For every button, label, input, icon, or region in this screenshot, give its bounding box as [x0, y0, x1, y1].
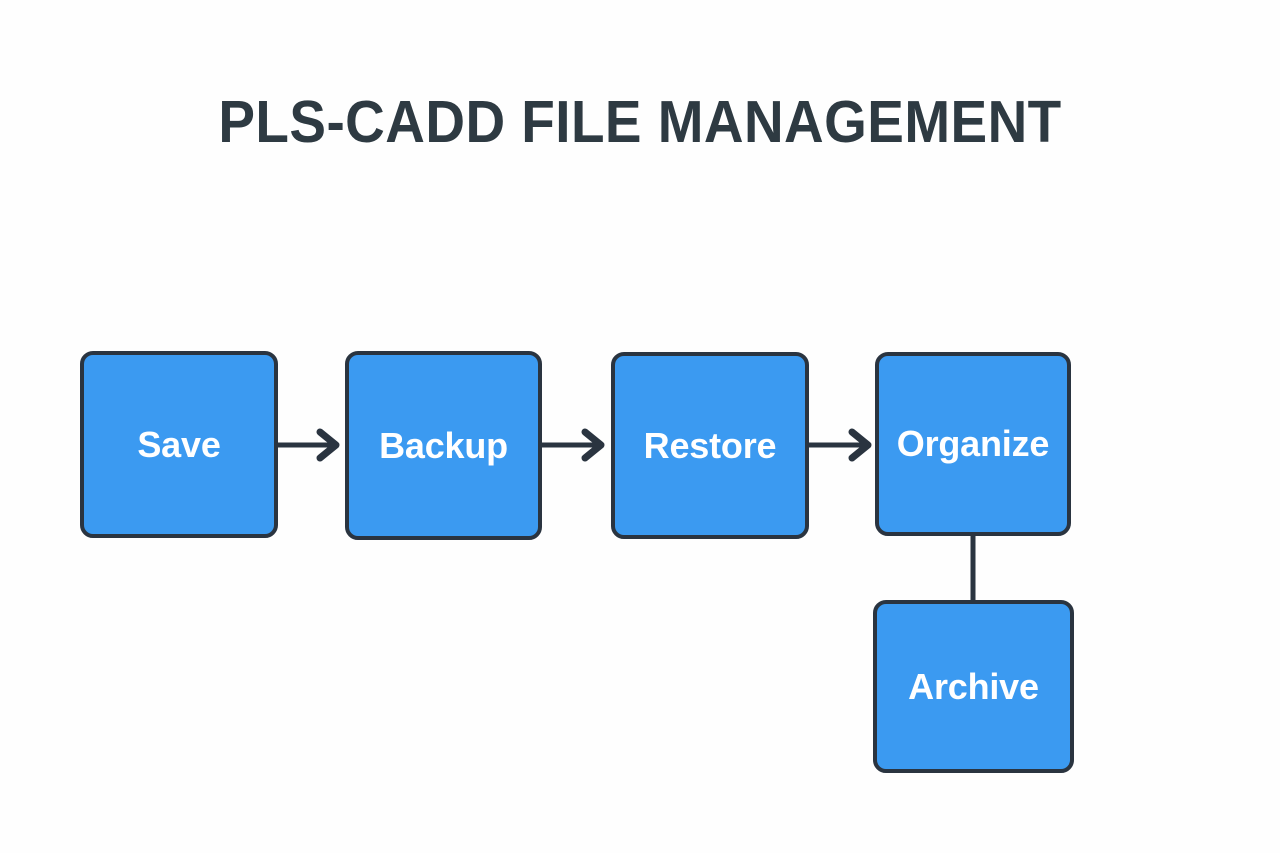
node-save-label: Save	[137, 423, 221, 465]
node-organize[interactable]: Organize	[875, 352, 1071, 536]
connector-organize-to-archive	[970, 528, 976, 608]
node-archive[interactable]: Archive	[873, 600, 1074, 773]
page-title: PLS-CADD FILE MANAGEMENT	[218, 89, 1062, 155]
node-save[interactable]: Save	[80, 351, 278, 538]
node-archive-label: Archive	[908, 665, 1039, 707]
node-restore-label: Restore	[643, 424, 777, 466]
node-backup-label: Backup	[379, 424, 508, 466]
connector-restore-to-organize	[805, 428, 872, 462]
node-organize-label: Organize	[896, 423, 1050, 464]
node-backup[interactable]: Backup	[345, 351, 542, 540]
node-restore[interactable]: Restore	[611, 352, 809, 539]
connector-save-to-backup	[273, 428, 340, 462]
connector-backup-to-restore	[538, 428, 605, 462]
